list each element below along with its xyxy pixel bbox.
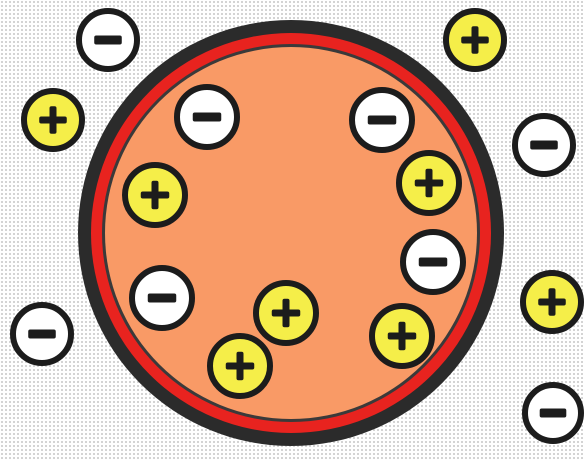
positive-ion-outside-2 bbox=[446, 11, 504, 69]
positive-ion-inside-3 bbox=[256, 283, 316, 343]
positive-ion-inside-4 bbox=[372, 306, 432, 366]
plus-sign-vertical-bar bbox=[237, 352, 244, 381]
plus-sign-vertical-bar bbox=[426, 169, 433, 198]
minus-sign-bar bbox=[193, 113, 222, 122]
plus-sign-vertical-bar bbox=[472, 26, 479, 54]
plus-sign-vertical-bar bbox=[399, 322, 406, 351]
positive-ion-inside-5 bbox=[210, 336, 270, 396]
negative-ion-outside-3 bbox=[13, 305, 71, 363]
minus-sign-bar bbox=[540, 409, 567, 418]
negative-ion-inside-1 bbox=[177, 87, 237, 147]
positive-ion-inside-2 bbox=[399, 153, 459, 213]
positive-ion-outside-3 bbox=[523, 273, 581, 331]
minus-sign-bar bbox=[28, 330, 56, 339]
negative-ion-outside-4 bbox=[525, 385, 581, 441]
negative-ion-inside-4 bbox=[132, 268, 192, 328]
minus-sign-bar bbox=[530, 141, 558, 150]
negative-ion-inside-3 bbox=[403, 232, 463, 292]
negative-ion-inside-2 bbox=[352, 90, 412, 150]
positive-ion-inside-1 bbox=[125, 165, 185, 225]
positive-ion-outside-1 bbox=[24, 91, 82, 149]
plus-sign-vertical-bar bbox=[152, 181, 159, 210]
minus-sign-bar bbox=[419, 258, 448, 267]
negative-ion-outside-1 bbox=[79, 11, 137, 69]
plus-sign-vertical-bar bbox=[549, 288, 556, 316]
minus-sign-bar bbox=[368, 116, 397, 125]
plus-sign-vertical-bar bbox=[283, 299, 290, 328]
negative-ion-outside-2 bbox=[515, 116, 573, 174]
minus-sign-bar bbox=[94, 36, 122, 45]
plus-sign-vertical-bar bbox=[50, 106, 57, 134]
minus-sign-bar bbox=[148, 294, 177, 303]
